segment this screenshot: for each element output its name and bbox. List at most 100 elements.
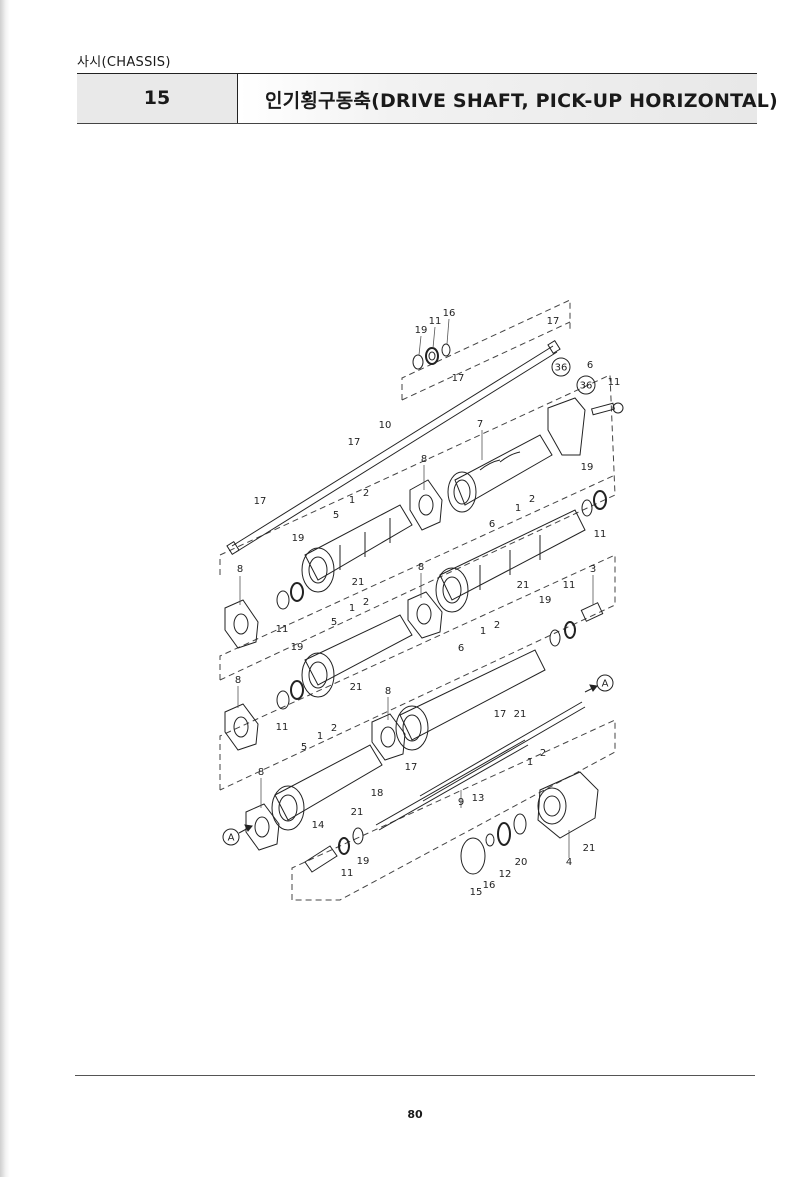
footer-rule — [75, 1075, 755, 1076]
part-callout: 1 — [317, 731, 323, 742]
part-callout: 5 — [301, 742, 307, 753]
gasket-8a — [409, 479, 443, 531]
exploded-parts-diagram: 1911161761117107178191712251611198832121… — [219, 299, 624, 901]
part-callout: 21 — [352, 577, 365, 588]
part-callout: 8 — [235, 675, 241, 686]
part-callout: 11 — [341, 868, 354, 879]
part-callout: 1 — [527, 757, 533, 768]
part-callout: 7 — [477, 419, 483, 430]
part-callout: 15 — [470, 887, 483, 898]
part-callout: 8 — [237, 564, 243, 575]
page-binding-edge — [0, 0, 10, 1177]
circled-reference: A — [228, 833, 235, 844]
part-callout: 19 — [539, 595, 552, 606]
part-callout: 8 — [258, 767, 264, 778]
part-callout: 19 — [581, 462, 594, 473]
top-bearing-set — [412, 343, 451, 370]
connection-arrows — [238, 684, 598, 834]
part-callout: 2 — [363, 488, 369, 499]
part-callout: 1 — [515, 503, 521, 514]
circled-reference: 36 — [555, 363, 568, 374]
part-callout: 11 — [429, 316, 442, 327]
part-callout: 21 — [351, 807, 364, 818]
gearbox-4 — [537, 771, 599, 839]
part-callout: 8 — [421, 454, 427, 465]
part-callout: 12 — [499, 869, 512, 880]
circled-references — [222, 357, 614, 846]
part-callout: 5 — [333, 510, 339, 521]
figure-number: 15 — [143, 87, 171, 109]
part-callout: 2 — [331, 723, 337, 734]
part-callout: 11 — [276, 722, 289, 733]
part-callout: 3 — [590, 564, 596, 575]
part-callout: 16 — [483, 880, 496, 891]
page-number: 80 — [407, 1108, 423, 1121]
part-callout: 19 — [415, 325, 428, 336]
part-callout: 2 — [529, 494, 535, 505]
housing-5b — [301, 614, 413, 698]
part-callout: 17 — [547, 316, 560, 327]
part-callout: 11 — [276, 624, 289, 635]
part-callout: 19 — [292, 533, 305, 544]
page-title: 인기횡구동축(DRIVE SHAFT, PICK-UP HORIZONTAL) — [265, 90, 778, 112]
gasket-8f — [245, 803, 280, 851]
part-callout: 20 — [515, 857, 528, 868]
header-title-cell: 인기횡구동축(DRIVE SHAFT, PICK-UP HORIZONTAL) — [239, 74, 778, 123]
part-callout: 19 — [357, 856, 370, 867]
part-callout: 8 — [385, 686, 391, 697]
part-callout: 6 — [587, 360, 593, 371]
leader-lines — [237, 318, 594, 858]
part-callout: 6 — [458, 643, 464, 654]
part-callout: 1 — [480, 626, 486, 637]
circled-reference: 36 — [580, 381, 593, 392]
housing-5a — [301, 504, 413, 593]
part-callout: 18 — [371, 788, 384, 799]
part-callout: 6 — [489, 519, 495, 530]
circled-reference: A — [602, 679, 609, 690]
housing-6a — [435, 509, 586, 613]
part-callout: 21 — [350, 682, 363, 693]
part-callout: 21 — [514, 709, 527, 720]
part-callout: 17 — [405, 762, 418, 773]
housing-7 — [447, 434, 553, 513]
part-callout: 17 — [254, 496, 267, 507]
part-callout: 2 — [363, 597, 369, 608]
part-callout: 17 — [494, 709, 507, 720]
header-number-cell: 15 — [77, 74, 238, 123]
part-callout: 10 — [379, 420, 392, 431]
part-callout: 4 — [566, 857, 572, 868]
gasket-8d — [224, 703, 259, 751]
drive-shaft-9 — [375, 739, 529, 831]
part-callout: 2 — [540, 748, 546, 759]
part-callout: 11 — [594, 529, 607, 540]
bearing-set-b — [276, 680, 304, 710]
drive-shaft-upper — [419, 701, 586, 802]
part-callout: 5 — [331, 617, 337, 628]
part-callout: 16 — [443, 308, 456, 319]
housing-6b — [395, 649, 546, 751]
part-callout: 21 — [583, 843, 596, 854]
part-callout: 13 — [472, 793, 485, 804]
assembly-guide-lines — [219, 299, 616, 901]
sleeve-14 — [304, 827, 364, 873]
gasket-8c — [407, 591, 443, 639]
gasket-8b — [224, 599, 259, 649]
sleeve-3 — [549, 602, 604, 647]
part-callout: 8 — [418, 562, 424, 573]
cover-15 — [460, 813, 527, 875]
part-callout: 11 — [608, 377, 621, 388]
section-label: 사시(CHASSIS) — [77, 55, 171, 70]
page-header: 15 인기횡구동축(DRIVE SHAFT, PICK-UP HORIZONTA… — [77, 73, 778, 124]
part-callout: 11 — [563, 580, 576, 591]
housing-5c — [271, 744, 383, 831]
part-callout: 21 — [517, 580, 530, 591]
part-callout: 17 — [452, 373, 465, 384]
part-callout: 1 — [349, 495, 355, 506]
bearing-set-a — [276, 490, 607, 610]
part-callout: 14 — [312, 820, 325, 831]
part-callout: 17 — [348, 437, 361, 448]
mounting-bracket — [547, 397, 624, 456]
part-callout: 19 — [291, 642, 304, 653]
